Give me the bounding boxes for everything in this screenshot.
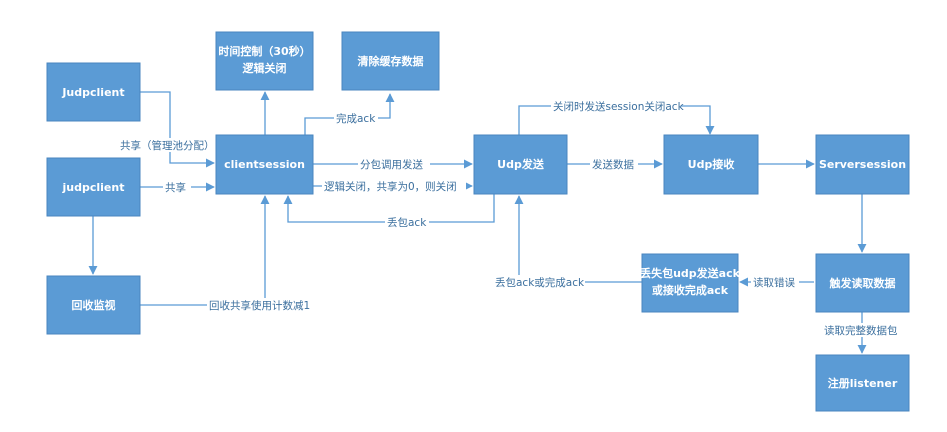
svg-text:关闭时发送session关闭ack: 关闭时发送session关闭ack: [553, 100, 685, 113]
node-clientsession: clientsession: [215, 134, 314, 195]
svg-text:judpclient: judpclient: [62, 181, 125, 194]
svg-text:完成ack: 完成ack: [336, 112, 376, 125]
node-clear-cache: 清除缓存数据: [341, 31, 440, 91]
svg-text:Udp接收: Udp接收: [688, 157, 735, 171]
svg-text:清除缓存数据: 清除缓存数据: [358, 54, 424, 68]
label-read-error: 读取错误: [751, 275, 799, 289]
svg-text:发送数据: 发送数据: [592, 158, 634, 171]
edge-lost-ack-to-udp-send: [514, 195, 642, 283]
label-logic-close: 逻辑关闭，共享为0，则关闭: [322, 179, 466, 193]
label-send-data: 发送数据: [590, 157, 638, 171]
node-judpclient-1: Judpclient: [46, 62, 141, 122]
svg-text:回收监视: 回收监视: [72, 298, 116, 312]
svg-text:丢包ack: 丢包ack: [387, 216, 427, 229]
svg-text:回收共享使用计数减1: 回收共享使用计数减1: [209, 299, 310, 312]
svg-text:丢包ack或完成ack: 丢包ack或完成ack: [495, 276, 585, 289]
node-udp-send: Udp发送: [473, 134, 568, 195]
node-timeout-control: 时间控制（30秒） 逻辑关闭: [215, 31, 314, 91]
edge-recycle-to-clientsession: [140, 195, 270, 306]
node-udp-receive: Udp接收: [663, 134, 759, 195]
label-done-ack: 完成ack: [334, 111, 378, 125]
svg-text:丢失包udp发送ack: 丢失包udp发送ack: [640, 266, 741, 280]
label-read-full: 读取完整数据包: [822, 323, 906, 337]
svg-text:读取完整数据包: 读取完整数据包: [824, 324, 898, 337]
svg-text:或接收完成ack: 或接收完成ack: [652, 283, 729, 297]
svg-text:读取错误: 读取错误: [753, 276, 795, 289]
node-judpclient-2: judpclient: [46, 157, 141, 217]
node-trigger-read: 触发读取数据: [815, 253, 910, 313]
svg-text:clientsession: clientsession: [224, 158, 305, 171]
svg-text:共享: 共享: [165, 181, 186, 194]
svg-text:Udp发送: Udp发送: [497, 157, 545, 171]
svg-text:时间控制（30秒）: 时间控制（30秒）: [218, 44, 310, 58]
label-lost-ack: 丢包ack: [385, 215, 429, 229]
label-lost-or-done: 丢包ack或完成ack: [493, 275, 585, 289]
svg-text:分包调用发送: 分包调用发送: [360, 158, 423, 171]
node-lost-ack: 丢失包udp发送ack 或接收完成ack: [640, 253, 741, 313]
svg-text:共享（管理池分配）: 共享（管理池分配）: [120, 139, 215, 152]
label-split-send: 分包调用发送: [358, 157, 430, 171]
svg-text:逻辑关闭: 逻辑关闭: [243, 61, 287, 75]
svg-text:Judpclient: Judpclient: [61, 86, 124, 99]
label-recycle-count: 回收共享使用计数减1: [207, 298, 321, 312]
node-register-listener: 注册listener: [815, 354, 910, 412]
node-recycle-monitor: 回收监视: [46, 275, 141, 335]
label-share-pool: 共享（管理池分配）: [118, 138, 215, 152]
svg-text:Serversession: Serversession: [819, 158, 906, 171]
node-serversession: Serversession: [815, 134, 910, 195]
label-close-send: 关闭时发送session关闭ack: [551, 99, 685, 113]
svg-text:触发读取数据: 触发读取数据: [829, 276, 896, 290]
edge-judpclient1-to-clientsession: [140, 91, 215, 168]
label-share: 共享: [163, 180, 191, 194]
svg-text:注册listener: 注册listener: [828, 376, 898, 390]
svg-text:逻辑关闭，共享为0，则关闭: 逻辑关闭，共享为0，则关闭: [324, 180, 457, 193]
